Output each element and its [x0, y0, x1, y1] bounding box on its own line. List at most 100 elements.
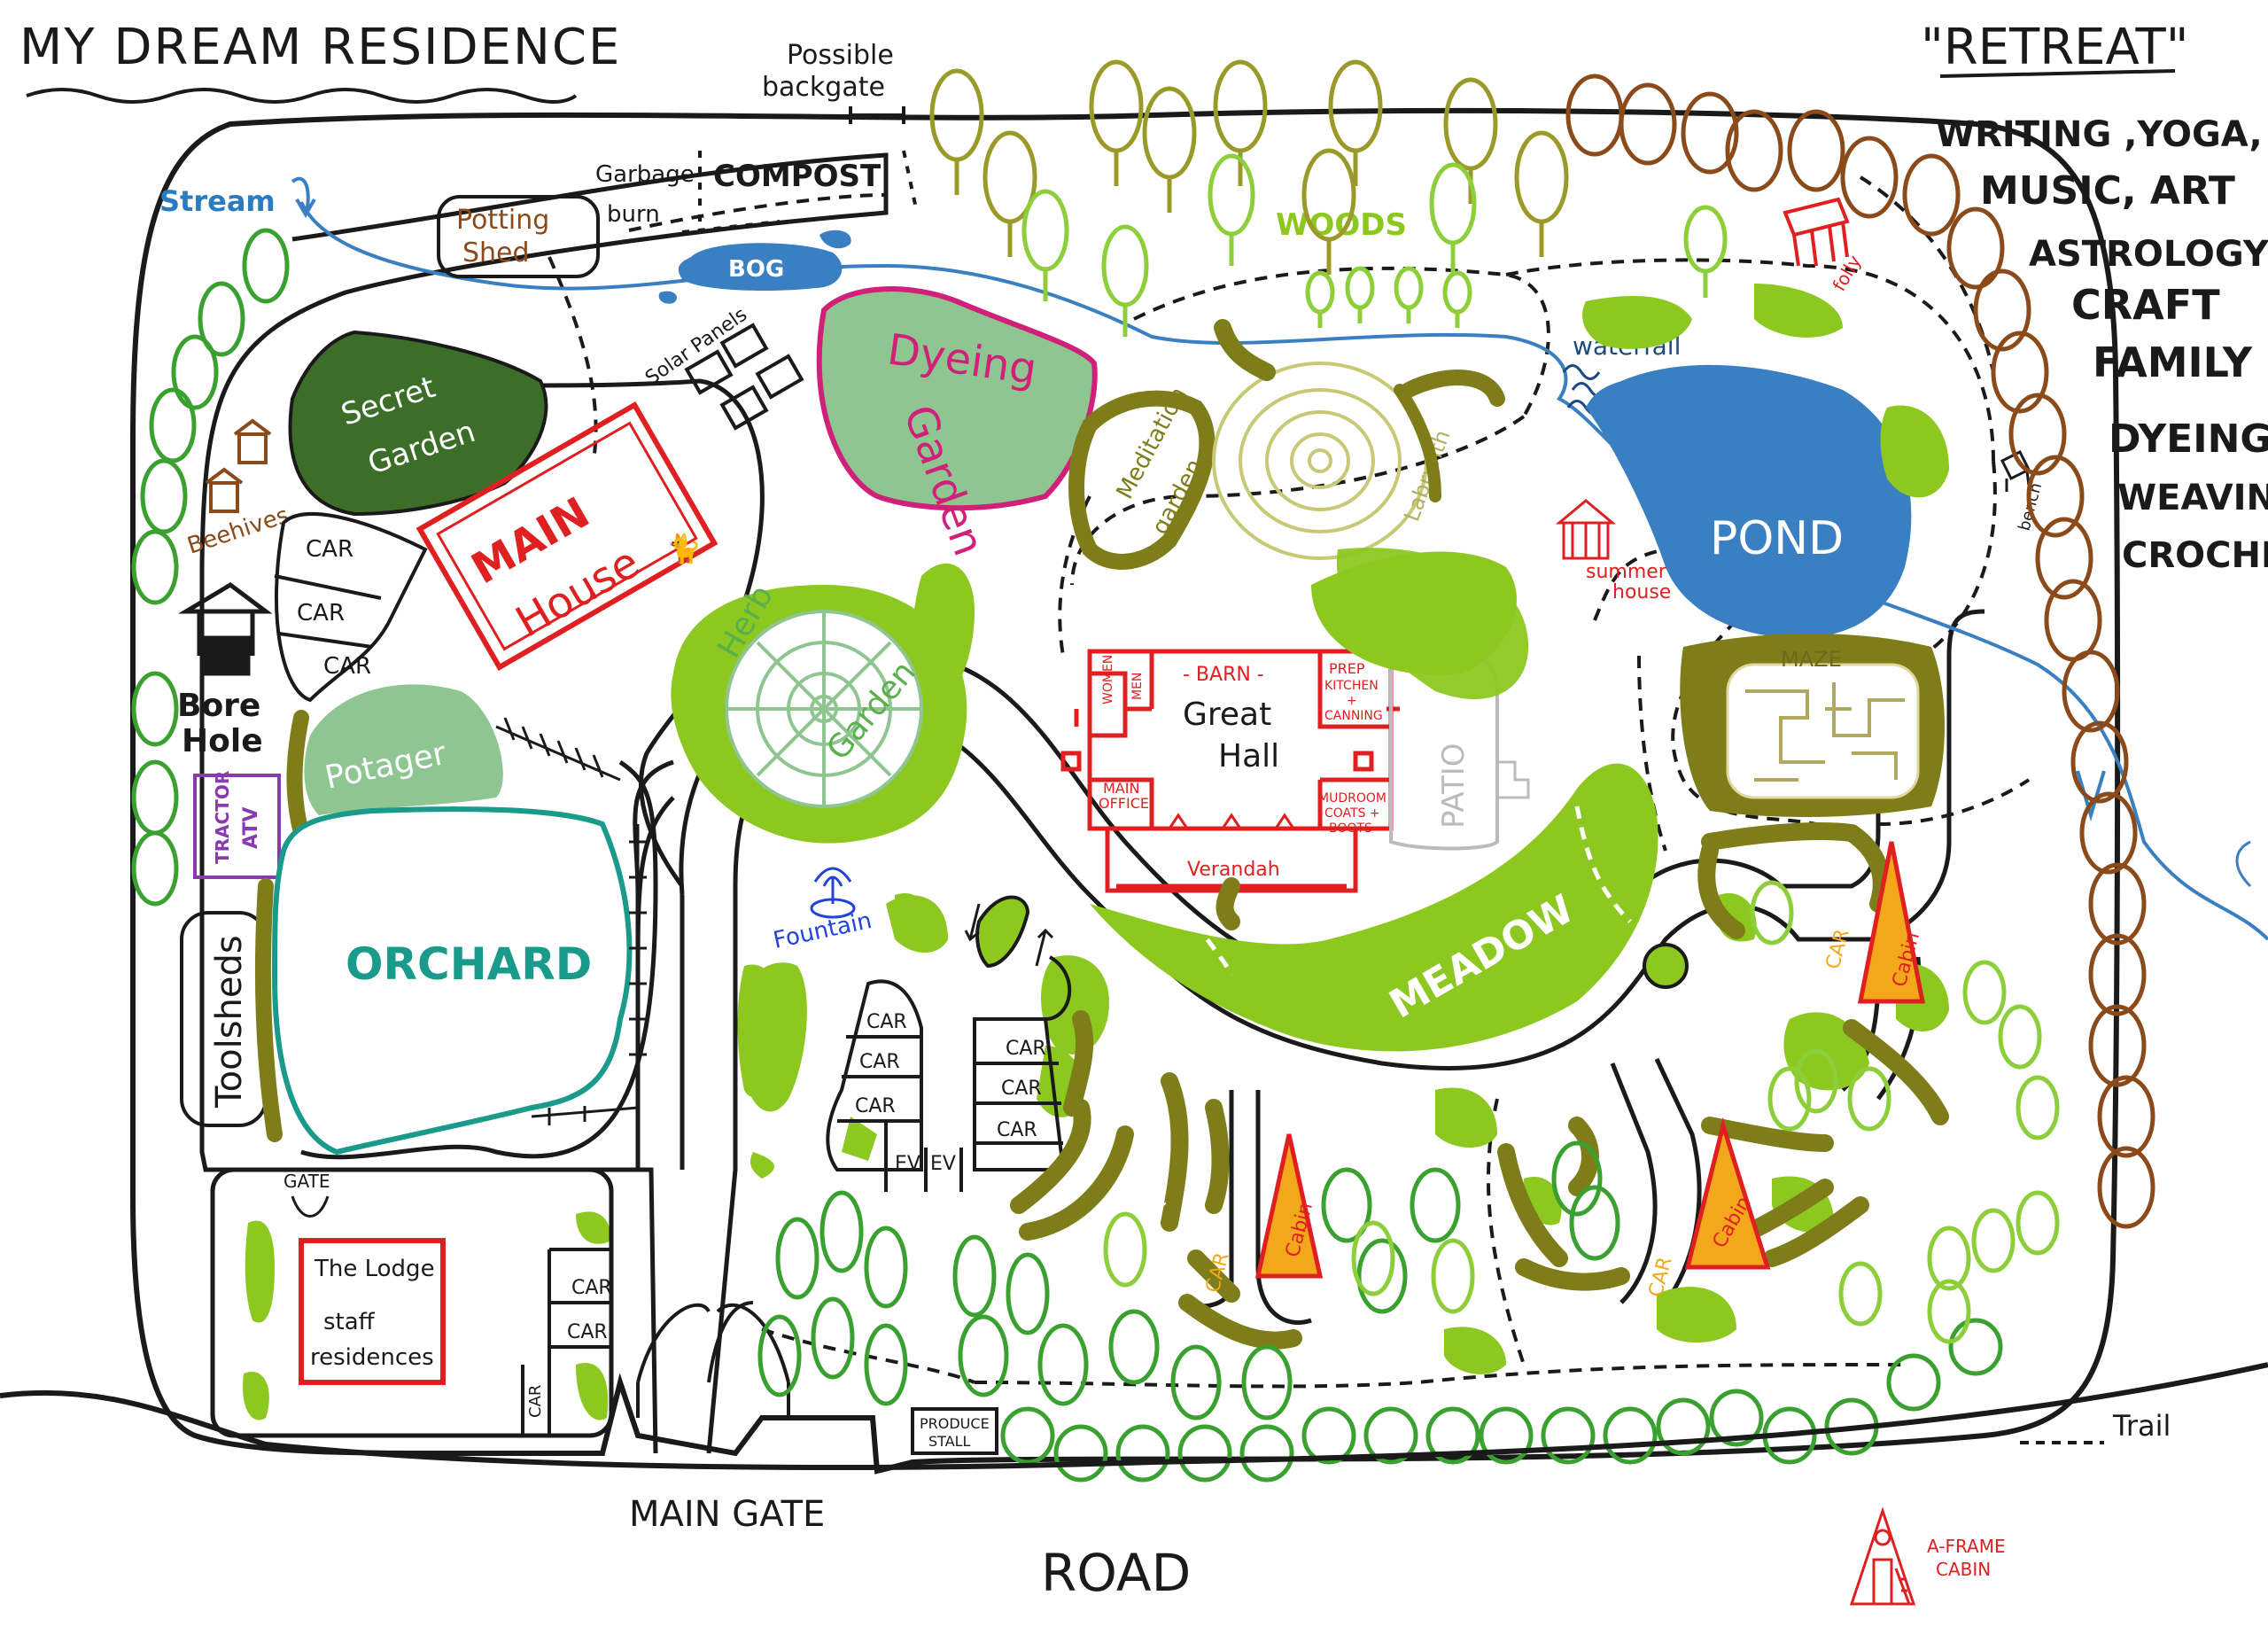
- meadow-path: [1574, 806, 1632, 923]
- central-car-3: CAR: [855, 1095, 896, 1117]
- potager-hedge: [286, 710, 309, 841]
- folly-icon: [1783, 197, 1850, 267]
- secret-garden: [288, 330, 548, 517]
- orchard: [271, 806, 633, 1156]
- waterfall-icon: [1562, 364, 1614, 417]
- labyrinth-hedge-2: [1394, 384, 1441, 502]
- retreat-line-3: ASTROLOGY: [2029, 234, 2268, 275]
- lodge-car-1: CAR: [571, 1277, 612, 1299]
- toolsheds-label: Toolsheds: [209, 935, 250, 1109]
- retreat-line-7: WEAVING: [2117, 478, 2268, 518]
- bog-puddle: [819, 230, 851, 249]
- bog: [678, 243, 843, 291]
- men-label: MEN: [1130, 673, 1145, 700]
- lodge-car-3: CAR: [526, 1385, 545, 1418]
- main-office-label-1: MAIN: [1103, 780, 1139, 797]
- hedge-label-right: Hedge: [1893, 1140, 1953, 1200]
- house-parking: [275, 512, 428, 703]
- house-car-2: CAR: [297, 600, 345, 627]
- atv-label: ATV: [240, 807, 262, 849]
- mudroom-label-2: COATS +: [1324, 806, 1380, 821]
- solar-panels: [684, 323, 804, 431]
- produce-stall-label-2: STALL: [928, 1433, 971, 1450]
- prep-kitchen-label-2: KITCHEN: [1324, 679, 1379, 693]
- fountain-label: Fountain: [771, 907, 874, 954]
- house-car-1: CAR: [306, 536, 353, 563]
- trees-west-green: [131, 228, 290, 907]
- property-boundary: [130, 107, 2121, 1475]
- maze-label: MAZE: [1781, 647, 1842, 672]
- central-parking-left-dividers: [837, 1035, 963, 1192]
- map-title: MY DREAM RESIDENCE: [19, 19, 621, 76]
- patio-steps: [1497, 760, 1530, 799]
- house-car-3: CAR: [323, 653, 371, 680]
- compost-label: COMPOST: [713, 159, 882, 194]
- retreat-line-6: DYEING: [2109, 416, 2268, 462]
- cabin-southeast: [1684, 1117, 1771, 1270]
- ev-label-2: EV: [930, 1153, 956, 1175]
- lodge-label-1: The Lodge: [314, 1256, 435, 1282]
- barn-label: - BARN -: [1183, 664, 1264, 686]
- tractor-atv-shed: [193, 774, 281, 879]
- central-car-5: CAR: [1001, 1078, 1042, 1100]
- cabin-east-car: CAR: [1822, 927, 1854, 972]
- main-house: [416, 401, 718, 672]
- a-frame-cabin-icon: [1849, 1506, 1916, 1606]
- retreat-line-1: WRITING ,YOGA,: [1936, 114, 2263, 155]
- produce-stall: [911, 1407, 998, 1455]
- woods-label: WOODS: [1276, 207, 1407, 243]
- hedges: [1010, 319, 1949, 1350]
- gate-icon: [291, 1195, 330, 1218]
- summer-house-label-1: summer: [1586, 561, 1667, 583]
- maze-paths: [1745, 682, 1905, 782]
- retreat-heading: "RETREAT": [1921, 19, 2188, 76]
- one-way-arrows-icon: [964, 903, 1054, 967]
- pond: [1586, 364, 1912, 638]
- trees-southeast-light: [1750, 880, 2060, 1344]
- title-underline: [26, 88, 578, 104]
- labyrinth: [1212, 362, 1428, 560]
- backgate-marker: [849, 106, 905, 124]
- retreat-line-2: MUSIC, ART: [1980, 168, 2235, 214]
- bog-puddle-2: [658, 291, 678, 304]
- stream-down-arrow-icon: [2076, 770, 2106, 821]
- island-lawn: [975, 895, 1030, 969]
- house-loop-road-inner: [300, 759, 658, 1160]
- retreat-line-5: FAMILY: [2093, 339, 2253, 386]
- potting-shed-label-2: Shed: [462, 237, 530, 269]
- cabin-east: [1857, 841, 1926, 1004]
- meadow-path-2: [1193, 920, 1234, 977]
- lodge-parking: [521, 1248, 611, 1436]
- lodge-label-2: staff: [323, 1309, 376, 1335]
- great-hall: [1060, 649, 1400, 893]
- road-label: ROAD: [1041, 1543, 1191, 1603]
- compost-bin-outline: [681, 150, 919, 234]
- central-car-2: CAR: [859, 1051, 900, 1073]
- ev-label-1: EV: [895, 1153, 920, 1175]
- meadow: [1090, 763, 1658, 1052]
- stream: [299, 201, 2268, 941]
- potager: [304, 684, 503, 815]
- trees-south-light: [1103, 1211, 1475, 1314]
- main-gate-label: MAIN GATE: [629, 1494, 825, 1535]
- garbage-label-2: burn: [607, 201, 660, 228]
- house-parking-dividers: [274, 574, 382, 649]
- trees-east-brown: [1565, 74, 2155, 1229]
- a-frame-label-2: CABIN: [1936, 1559, 1991, 1580]
- great-hall-label-1: Great: [1183, 697, 1271, 733]
- orchard-label: ORCHARD: [346, 938, 592, 990]
- trees-top-olive: [929, 59, 1569, 275]
- trees-top-light: [1021, 153, 1728, 337]
- mudroom-label-1: MUDROOM: [1318, 791, 1386, 806]
- central-lawn: [744, 962, 807, 1112]
- potting-shed: [437, 195, 600, 278]
- bog-label: BOG: [728, 256, 784, 283]
- inner-boundary: [199, 152, 889, 1454]
- cat-icon: 🐈: [666, 532, 702, 565]
- central-lawn-2: [886, 895, 948, 953]
- potting-shed-label-1: Potting: [456, 205, 549, 236]
- central-car-1: CAR: [866, 1011, 907, 1033]
- main-gate-arches: [636, 1301, 790, 1383]
- lawn-large-north: [1336, 548, 1529, 699]
